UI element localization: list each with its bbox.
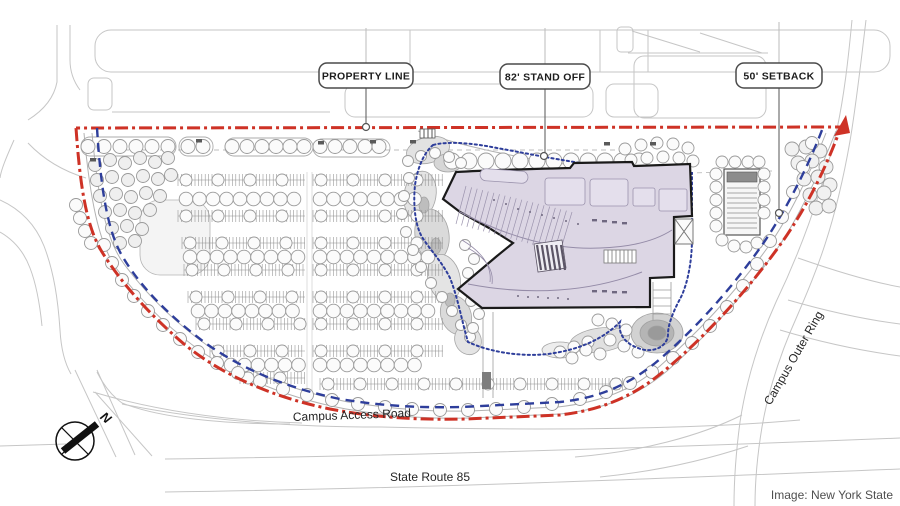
building-ladder-detail (603, 249, 637, 264)
property-line-label: PROPERTY LINE (322, 71, 410, 83)
background-roads (0, 19, 900, 506)
compass: N (55, 409, 115, 461)
building-column-dots (493, 199, 627, 300)
building-stair-block (533, 239, 567, 273)
building (441, 160, 694, 310)
property-line-boundary (74, 125, 844, 421)
setback-callout: 50' SETBACK (735, 62, 823, 89)
campus-access-road-label: Campus Access Road (293, 406, 411, 424)
site-marks (90, 128, 656, 389)
callouts: PROPERTY LINE 82' STAND OFF 50' SETBACK (318, 22, 823, 218)
building-hatch (455, 185, 573, 253)
setback-line-50ft (95, 127, 824, 409)
stand-off-label: 82' STAND OFF (505, 72, 586, 84)
stand-off-callout: 82' STAND OFF (499, 63, 591, 90)
setback-marker (774, 208, 784, 218)
state-route-label: State Route 85 (390, 470, 470, 484)
building-canopy-truss (674, 218, 694, 245)
service-yard (652, 282, 672, 320)
building-roof-pads (479, 168, 688, 212)
property-line-marker (361, 122, 371, 132)
parking-structure (723, 168, 761, 236)
property-line-corner-arrow (834, 115, 850, 136)
building-interior (459, 211, 673, 292)
tree-layer (69, 136, 838, 417)
property-line-callout: PROPERTY LINE (318, 62, 414, 89)
setback-label: 50' SETBACK (743, 71, 814, 83)
standoff-marker (539, 151, 549, 161)
image-credit: Image: New York State (771, 488, 893, 502)
